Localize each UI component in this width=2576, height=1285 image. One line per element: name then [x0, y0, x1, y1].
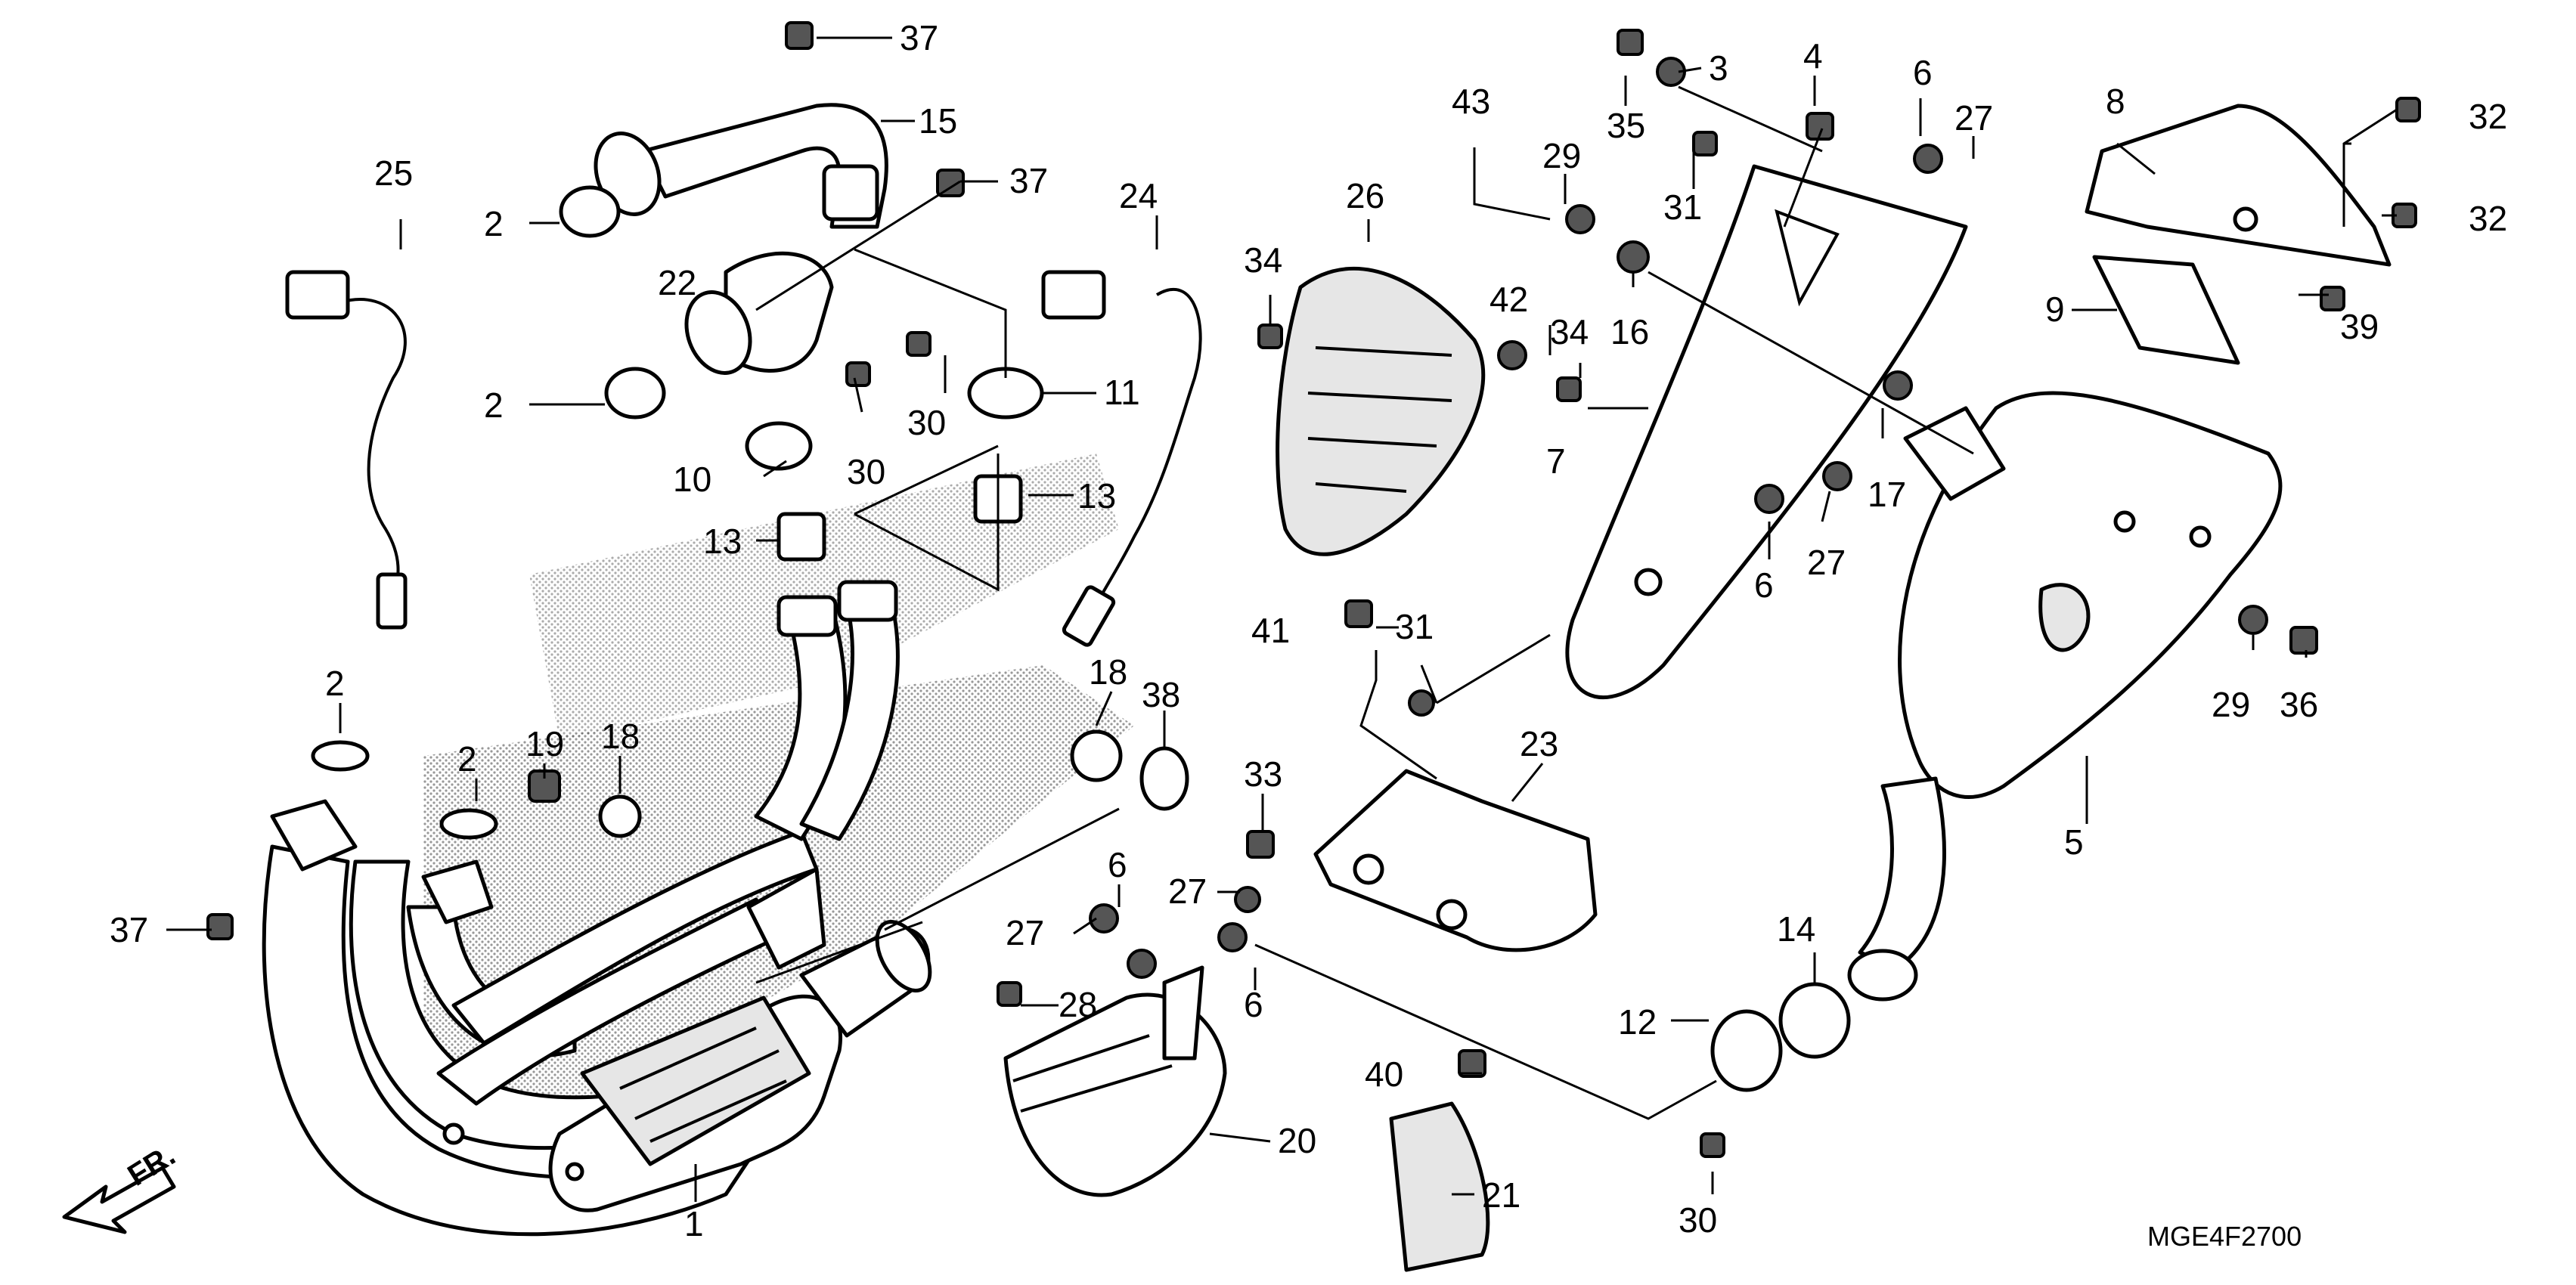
- callout-6-b: 6: [1244, 985, 1263, 1024]
- callout-4: 4: [1803, 36, 1823, 76]
- rear-cover-8: [2085, 104, 2392, 365]
- callout-29-b: 29: [2212, 685, 2250, 724]
- callout-23: 23: [1520, 724, 1558, 763]
- callout-37-a: 37: [900, 18, 938, 57]
- callout-43: 43: [1452, 82, 1490, 121]
- bracket-23: [1313, 769, 1598, 952]
- callout-16: 16: [1610, 312, 1649, 351]
- callout-27-a: 27: [1168, 872, 1207, 911]
- callout-24: 24: [1119, 176, 1158, 215]
- callout-17: 17: [1868, 475, 1906, 514]
- callout-32-a: 32: [2469, 97, 2507, 136]
- callout-41: 41: [1251, 611, 1290, 650]
- joint-pipes: [594, 103, 888, 375]
- callout-2-d: 2: [457, 739, 477, 779]
- callout-20: 20: [1278, 1121, 1316, 1160]
- callout-42: 42: [1489, 280, 1528, 319]
- callout-37-b: 37: [1009, 161, 1048, 200]
- exhaust-header-pipe-assembly: [262, 580, 932, 1237]
- callout-8: 8: [2106, 82, 2125, 121]
- callout-2-a: 2: [484, 204, 504, 243]
- callout-1: 1: [684, 1204, 704, 1243]
- o2-sensor-wires: [285, 270, 1202, 647]
- diagram-code: MGE4F2700: [2147, 1221, 2302, 1252]
- callout-32-b: 32: [2469, 199, 2507, 238]
- callout-11: 11: [1104, 373, 1140, 412]
- callout-30-b: 30: [907, 403, 946, 442]
- callout-7: 7: [1546, 441, 1566, 481]
- bracket-20: [1003, 965, 1227, 1197]
- callout-21: 21: [1482, 1175, 1520, 1215]
- callout-6-a: 6: [1108, 845, 1127, 884]
- callout-31-b: 31: [1395, 607, 1434, 646]
- muffler-cover-7: [1565, 164, 1968, 699]
- callout-30-a: 30: [847, 452, 885, 491]
- callout-5: 5: [2064, 822, 2084, 862]
- callout-33: 33: [1244, 754, 1282, 794]
- callout-18-b: 18: [1089, 652, 1127, 692]
- callout-28: 28: [1059, 985, 1097, 1024]
- callout-30-c: 30: [1679, 1200, 1717, 1240]
- heat-shield-26: [1276, 266, 1486, 556]
- callout-18-a: 18: [601, 717, 640, 756]
- fasteners: [206, 21, 2421, 1158]
- callout-34-b: 34: [1550, 312, 1589, 351]
- callout-9: 9: [2045, 290, 2065, 329]
- front-direction-arrow: FR.: [62, 1138, 181, 1234]
- muffler-5: [1847, 391, 2283, 1002]
- callout-35: 35: [1607, 106, 1645, 145]
- callout-36: 36: [2280, 685, 2318, 724]
- callout-38: 38: [1142, 675, 1180, 714]
- callout-39: 39: [2340, 307, 2379, 346]
- callout-40: 40: [1365, 1054, 1403, 1094]
- callout-15: 15: [919, 101, 957, 141]
- callout-26: 26: [1346, 176, 1384, 215]
- cover-21: [1389, 1101, 1490, 1272]
- callout-labels: 37 15 2 22 37 25 2 10 30 30 11 24 13 13 …: [110, 18, 2507, 1243]
- callout-10: 10: [673, 460, 711, 499]
- callout-13-b: 13: [703, 522, 742, 561]
- callout-34-a: 34: [1244, 240, 1282, 280]
- callout-27-d: 27: [1807, 543, 1846, 582]
- callout-14: 14: [1777, 909, 1815, 949]
- callout-22: 22: [658, 263, 696, 302]
- callout-6-d: 6: [1754, 565, 1774, 605]
- clamp-12-gasket-14: [1710, 982, 1851, 1092]
- callout-27-c: 27: [1954, 98, 1993, 138]
- callout-19: 19: [525, 724, 564, 763]
- callout-27-b: 27: [1006, 913, 1044, 952]
- callout-37-c: 37: [110, 910, 148, 949]
- callout-29-a: 29: [1542, 136, 1581, 175]
- callout-3: 3: [1709, 48, 1728, 88]
- callout-2-b: 2: [484, 386, 504, 425]
- callout-6-c: 6: [1913, 53, 1933, 92]
- callout-2-c: 2: [325, 664, 345, 703]
- callout-25: 25: [374, 153, 413, 193]
- callout-13-a: 13: [1077, 476, 1116, 516]
- callout-31-a: 31: [1663, 187, 1702, 227]
- callout-12: 12: [1618, 1002, 1657, 1042]
- leader-lines: [166, 36, 2398, 1202]
